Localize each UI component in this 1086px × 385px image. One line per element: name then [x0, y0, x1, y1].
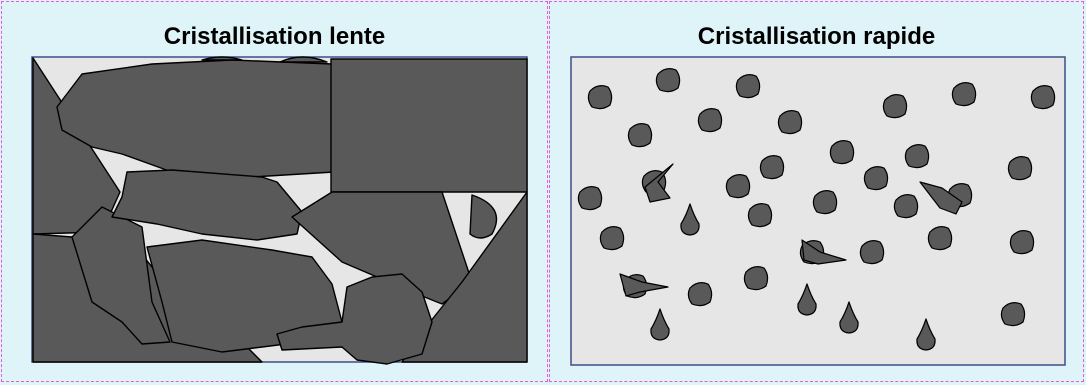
small-crystal — [644, 163, 674, 203]
small-crystal — [697, 108, 723, 133]
small-crystal — [627, 123, 653, 148]
small-crystal — [927, 226, 953, 251]
small-crystal — [759, 155, 785, 180]
small-crystal — [882, 94, 908, 119]
small-crystal — [655, 68, 681, 93]
small-crystal — [577, 186, 603, 211]
small-crystal — [904, 144, 930, 169]
small-crystal — [747, 203, 773, 228]
fast-crystallization-diagram — [570, 56, 1066, 366]
small-crystal — [859, 240, 885, 265]
small-crystal — [599, 226, 625, 251]
small-crystal — [725, 174, 751, 199]
small-crystal — [801, 239, 847, 265]
small-crystal — [919, 181, 963, 215]
small-crystal — [1009, 230, 1035, 255]
small-crystal — [1000, 302, 1026, 327]
small-crystal — [951, 82, 977, 107]
large-crystal — [276, 273, 433, 365]
panel-fast-crystallization: Cristallisation rapide — [549, 1, 1084, 382]
large-crystal — [330, 58, 528, 193]
small-crystal — [863, 166, 889, 191]
slow-crystallization-diagram — [31, 56, 528, 365]
small-crystal — [893, 194, 919, 219]
panel-slow-crystallization: Cristallisation lente — [1, 1, 548, 382]
small-crystal — [735, 74, 761, 99]
large-crystal — [111, 169, 303, 241]
small-crystal — [587, 85, 613, 110]
panel-title-fast: Cristallisation rapide — [697, 23, 936, 50]
large-crystal — [469, 194, 498, 239]
large-crystal — [279, 56, 328, 63]
large-crystal — [56, 59, 335, 178]
small-crystal — [743, 266, 769, 291]
small-crystal — [619, 273, 669, 297]
large-crystal — [201, 56, 243, 61]
small-crystal — [1030, 85, 1056, 110]
small-crystal — [1007, 156, 1033, 181]
small-crystal — [687, 282, 713, 307]
small-crystal — [777, 110, 803, 135]
small-crystal — [829, 140, 855, 165]
panel-title-slow: Cristallisation lente — [163, 23, 386, 50]
small-crystal — [812, 190, 838, 215]
